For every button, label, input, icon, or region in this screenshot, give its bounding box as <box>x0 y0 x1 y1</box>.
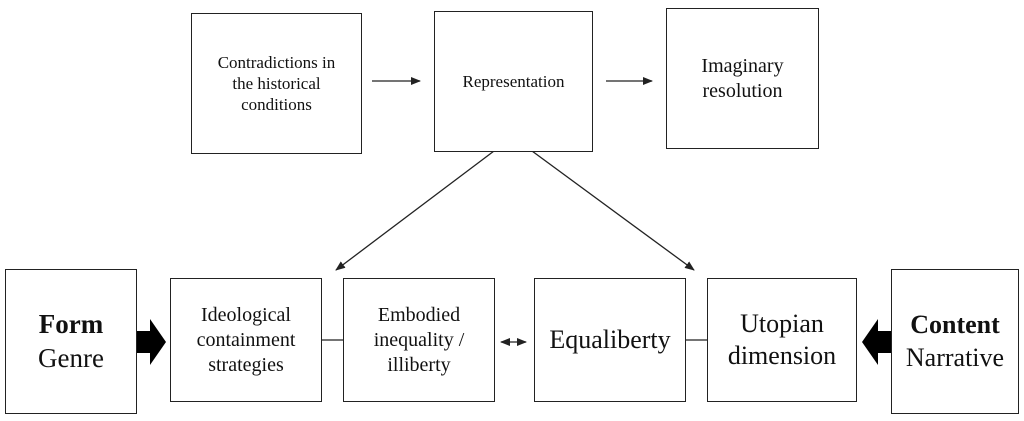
contradictions-box: Contradictions in the historical conditi… <box>191 13 362 154</box>
content-subtitle: Narrative <box>905 342 1005 372</box>
content-box: Content Narrative <box>891 269 1019 414</box>
form-box: Form Genre <box>5 269 137 414</box>
arrow-representation-to-ideological <box>335 150 495 271</box>
imaginary-resolution-label: Imaginary resolution <box>701 54 784 102</box>
imaginary-resolution-box: Imaginary resolution <box>666 8 819 149</box>
arrow-representation-to-utopian <box>531 150 695 271</box>
form-subtitle: Genre <box>38 342 104 373</box>
block-arrow-form-to-ideological <box>137 319 166 365</box>
block-arrow-content-to-utopian <box>862 319 891 365</box>
equaliberty-box: Equaliberty <box>534 278 686 402</box>
utopian-label: Utopian dimension <box>727 308 837 371</box>
representation-box: Representation <box>434 11 593 152</box>
representation-label: Representation <box>462 71 565 91</box>
equaliberty-label: Equaliberty <box>549 324 671 354</box>
utopian-box: Utopian dimension <box>707 278 857 402</box>
ideological-box: Ideological containment strategies <box>170 278 322 402</box>
ideological-label: Ideological containment strategies <box>196 303 296 376</box>
contradictions-label: Contradictions in the historical conditi… <box>217 52 336 115</box>
content-title: Content <box>910 310 1000 339</box>
embodied-label: Embodied inequality / illiberty <box>373 303 465 376</box>
form-title: Form <box>38 308 104 339</box>
embodied-box: Embodied inequality / illiberty <box>343 278 495 402</box>
